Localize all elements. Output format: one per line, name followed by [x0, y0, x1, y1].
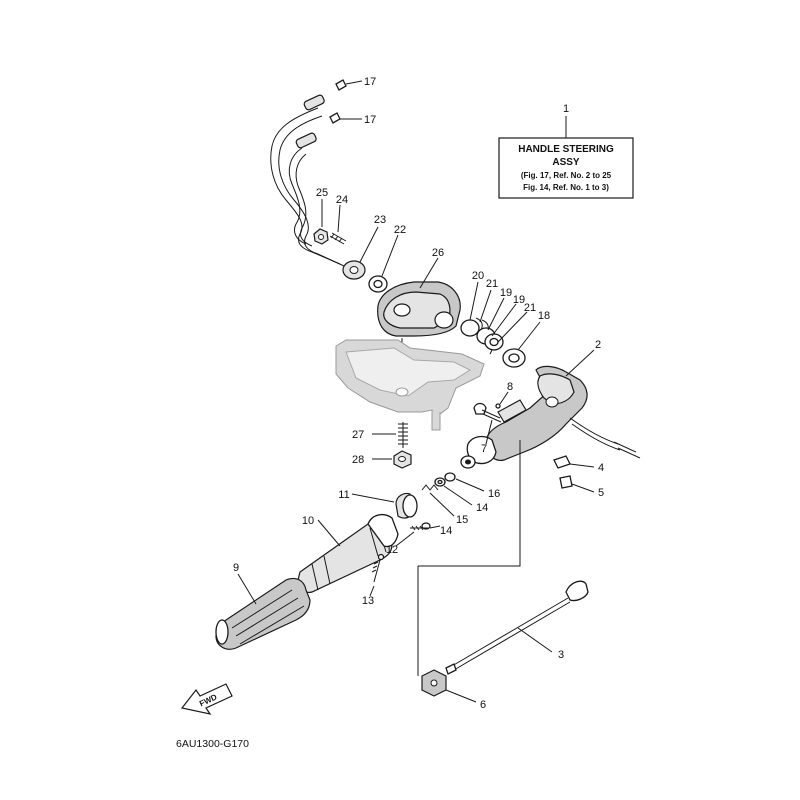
- part-2-steering-arm: 2: [460, 339, 641, 469]
- part-16-washer: 16: [444, 472, 500, 500]
- svg-text:17: 17: [364, 76, 376, 88]
- svg-text:28: 28: [352, 454, 364, 466]
- drawing-code: 6AU1300-G170: [176, 738, 249, 750]
- svg-text:10: 10: [302, 515, 314, 527]
- part-27-stud: 27: [352, 422, 408, 448]
- svg-text:18: 18: [538, 310, 550, 322]
- routing-outline: [417, 440, 521, 676]
- part-6-block: 6: [421, 669, 486, 711]
- svg-text:16: 16: [488, 488, 500, 500]
- svg-text:23: 23: [374, 214, 386, 226]
- part-12-screw: 12: [386, 525, 428, 556]
- part-5-screw: 5: [559, 475, 604, 499]
- callout-ref-1: 1: [563, 103, 569, 115]
- svg-text:24: 24: [336, 194, 348, 206]
- callout-note-1: (Fig. 17, Ref. No. 2 to 25: [521, 171, 612, 180]
- part-15-spring: 15: [421, 484, 468, 526]
- spring-stack: [460, 317, 504, 355]
- svg-text:5: 5: [598, 487, 604, 499]
- part-17-clip-lower: 17: [329, 112, 376, 126]
- svg-text:14: 14: [440, 525, 452, 537]
- cable-end-fitting-lower: [295, 132, 317, 149]
- svg-text:21: 21: [486, 278, 498, 290]
- part-7-bolt: 7: [473, 402, 502, 455]
- callout-subtitle: ASSY: [552, 157, 580, 168]
- svg-text:15: 15: [456, 514, 468, 526]
- mount-bracket: [335, 339, 485, 431]
- fwd-arrow-icon: FWD: [180, 683, 233, 715]
- svg-text:21: 21: [524, 302, 536, 314]
- part-18-washer: 18: [502, 310, 550, 368]
- part-20-callout: 20: [469, 270, 484, 321]
- svg-text:13: 13: [362, 595, 374, 607]
- svg-text:12: 12: [386, 544, 398, 556]
- throttle-cables: [270, 94, 345, 267]
- callout-box-frame: [498, 137, 634, 199]
- svg-text:6: 6: [480, 699, 486, 711]
- part-28-nut: 28: [352, 450, 412, 469]
- part-11-cap: 11: [338, 489, 418, 519]
- cable-end-fitting-upper: [303, 94, 325, 111]
- part-21-callout-lower: 21: [497, 302, 536, 343]
- part-8-pin: 8: [495, 381, 513, 409]
- part-4-clip: 4: [553, 455, 604, 474]
- svg-text:26: 26: [432, 247, 444, 259]
- svg-text:11: 11: [338, 489, 349, 501]
- part-3-rod: 3: [445, 580, 589, 675]
- svg-text:27: 27: [352, 429, 364, 441]
- svg-text:22: 22: [394, 224, 406, 236]
- part-17-clip-upper: 17: [335, 76, 376, 91]
- svg-text:7: 7: [481, 443, 487, 455]
- svg-text:19: 19: [513, 294, 525, 306]
- part-25-nut: 25: [313, 187, 329, 245]
- part-22-ring: 22: [368, 224, 406, 293]
- part-19-callout-lower: 19: [491, 294, 525, 337]
- svg-text:20: 20: [472, 270, 484, 282]
- callout-note-2: Fig. 14, Ref. No. 1 to 3): [523, 183, 609, 192]
- svg-text:8: 8: [507, 381, 513, 393]
- handle-steering-callout: 1 HANDLE STEERING ASSY (Fig. 17, Ref. No…: [498, 103, 634, 199]
- part-21-callout-upper: 21: [479, 278, 498, 323]
- part-23-plate: 23: [342, 214, 386, 280]
- svg-text:14: 14: [476, 502, 488, 514]
- callout-title: HANDLE STEERING: [518, 144, 614, 155]
- svg-text:4: 4: [598, 462, 604, 474]
- part-9-grip: 9: [215, 562, 311, 650]
- svg-text:3: 3: [558, 649, 564, 661]
- part-24-screw: 24: [329, 194, 348, 245]
- svg-text:19: 19: [500, 287, 512, 299]
- part-19-callout-upper: 19: [487, 287, 512, 331]
- svg-text:9: 9: [233, 562, 239, 574]
- svg-text:2: 2: [595, 339, 601, 351]
- part-26-bracket: 26: [377, 247, 461, 337]
- svg-text:25: 25: [316, 187, 328, 199]
- svg-text:17: 17: [364, 114, 376, 126]
- part-10-throttle-shaft: 10: [297, 513, 399, 593]
- part-14-washer-upper: 14: [434, 477, 488, 514]
- part-14-washer-lower: 14: [421, 522, 452, 537]
- part-13-screw: 13: [362, 553, 385, 607]
